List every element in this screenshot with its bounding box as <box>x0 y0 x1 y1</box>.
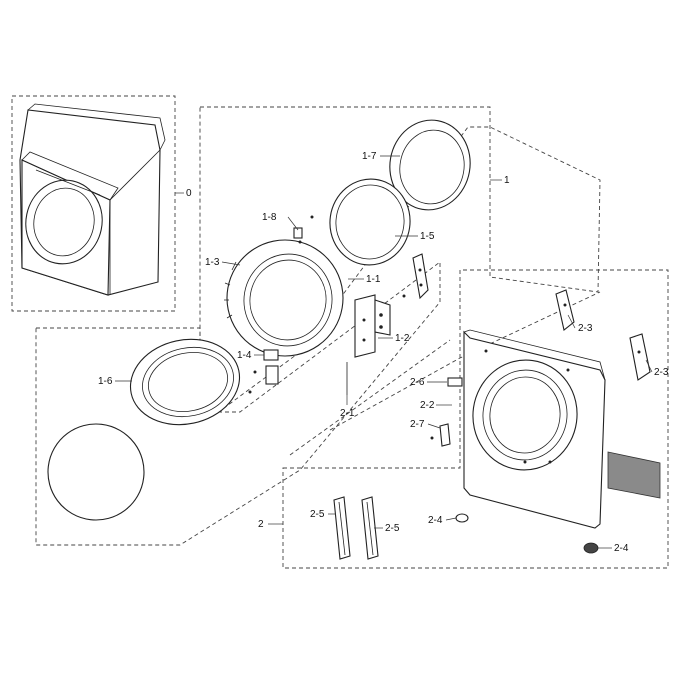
label-2-3-upper: 2-3 <box>578 323 593 334</box>
front-panel <box>463 329 606 529</box>
door-lower-ring <box>129 338 241 426</box>
part-2-4-right <box>583 542 599 554</box>
door-outer-ring <box>389 119 471 211</box>
label-1-1: 1-1 <box>366 274 381 285</box>
gasket-2-5-right <box>361 496 379 560</box>
label-1-6: 1-6 <box>98 376 113 387</box>
label-1-7: 1-7 <box>362 151 377 162</box>
upper-hinge-plate <box>402 253 429 300</box>
filter-pad <box>607 451 661 499</box>
label-2-7: 2-7 <box>410 419 425 430</box>
label-2-1: 2-1 <box>340 408 355 419</box>
label-2-3-lower: 2-3 <box>654 367 669 378</box>
label-2-5-right: 2-5 <box>385 523 400 534</box>
group-connector-lines <box>329 291 601 431</box>
label-1-3: 1-3 <box>205 257 220 268</box>
door-frame <box>224 239 344 357</box>
door-glass-ring <box>329 178 411 266</box>
label-2-4-left: 2-4 <box>428 515 443 526</box>
hinge-bracket <box>346 294 391 395</box>
leader-lines <box>115 155 653 549</box>
part-2-7 <box>430 423 451 447</box>
group-outline-2 <box>282 269 669 569</box>
bracket-2-3-upper <box>555 289 575 331</box>
label-2-6: 2-6 <box>410 377 425 388</box>
label-2-2: 2-2 <box>420 400 435 411</box>
label-2-4-right: 2-4 <box>614 543 629 554</box>
part-2-6 <box>447 377 463 387</box>
part-2-4-left <box>455 513 469 523</box>
label-1-8: 1-8 <box>262 212 277 223</box>
hinge-part-1-8 <box>293 215 314 244</box>
label-1: 1 <box>504 175 510 186</box>
label-1-4: 1-4 <box>237 350 252 361</box>
door-glass-disc <box>47 423 145 521</box>
label-2-5-left: 2-5 <box>310 509 325 520</box>
bracket-2-3-lower <box>629 333 651 381</box>
label-1-2: 1-2 <box>395 333 410 344</box>
label-0: 0 <box>186 188 192 199</box>
group-connector-lines-2 <box>289 339 451 456</box>
washer-cabinet <box>19 103 166 296</box>
label-1-5: 1-5 <box>420 231 435 242</box>
gasket-2-5-left <box>333 496 351 560</box>
label-2: 2 <box>258 519 264 530</box>
group-outline-1 <box>199 106 601 413</box>
